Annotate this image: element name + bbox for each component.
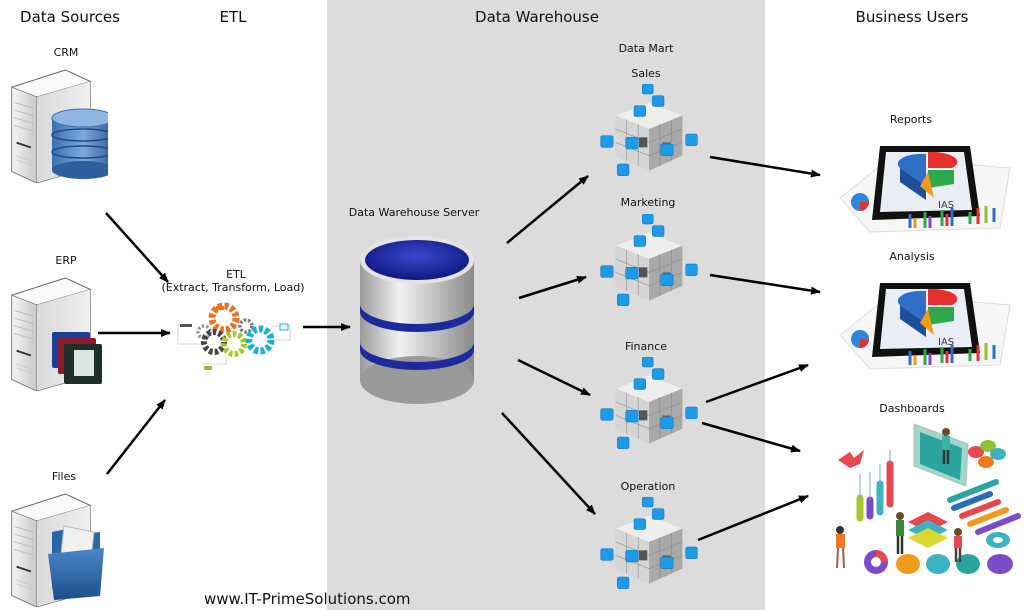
dashboard-illustration-icon [836, 423, 1021, 574]
etl-title: ETL [226, 268, 246, 281]
user-label-reports: Reports [889, 113, 933, 126]
arrow-warehouse-to-operation [501, 412, 596, 515]
mart-label-marketing: Marketing [620, 196, 676, 209]
arrow-finance-to-analysis [705, 363, 809, 404]
warehouse-server-label: Data Warehouse Server [348, 206, 480, 219]
arrow-marketing-to-analysis [709, 273, 821, 295]
cube-icon [600, 214, 698, 307]
server-with-folders-icon [10, 277, 102, 391]
server-with-database-icon [10, 69, 108, 183]
arrow-warehouse-to-finance [517, 358, 591, 397]
cube-icon [600, 497, 698, 590]
analysis-charts-icon [838, 281, 1012, 371]
server-with-folder-icon [10, 493, 104, 607]
footer-website: www.IT-PrimeSolutions.com [204, 590, 411, 608]
arrow-finance-to-dashboards [701, 421, 801, 453]
mart-label-sales: Sales [631, 67, 661, 80]
user-label-dashboards: Dashboards [879, 402, 945, 415]
report-charts-icon [838, 144, 1012, 234]
arrow-crm-to-etl [105, 212, 169, 283]
data-mart-label: Data Mart [618, 42, 674, 55]
column-header-data-warehouse: Data Warehouse [475, 8, 599, 26]
user-label-analysis: Analysis [889, 250, 935, 263]
arrow-sales-to-reports [709, 155, 821, 178]
gears-icon [177, 302, 291, 370]
cube-icon [600, 357, 698, 450]
arrow-warehouse-to-marketing [518, 275, 587, 300]
cube-icon [600, 84, 698, 177]
mart-label-operation: Operation [620, 480, 676, 493]
database-cylinder-icon [360, 236, 474, 404]
etl-subtitle: (Extract, Transform, Load) [161, 281, 305, 294]
source-label-erp: ERP [55, 254, 77, 267]
column-header-etl: ETL [219, 8, 247, 26]
source-label-files: Files [51, 470, 77, 483]
arrow-operation-to-dashboards [697, 494, 809, 542]
column-header-data-sources: Data Sources [20, 8, 120, 26]
arrow-warehouse-to-sales [506, 175, 589, 244]
source-label-crm: CRM [53, 46, 79, 59]
arrow-files-to-etl [106, 399, 166, 475]
mart-label-finance: Finance [624, 340, 668, 353]
column-header-business-users: Business Users [855, 8, 969, 26]
